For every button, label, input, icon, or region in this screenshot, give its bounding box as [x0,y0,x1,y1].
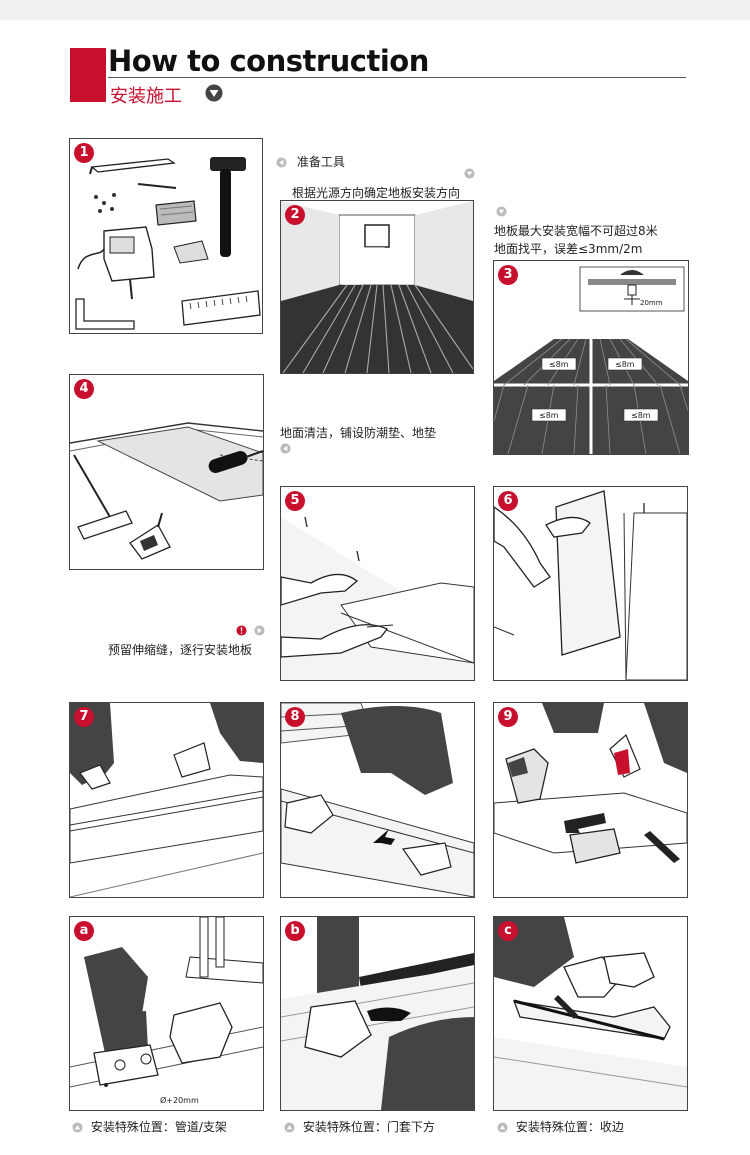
top-bar [0,0,750,20]
step-a-caption-row: 安装特殊位置：管道/支架 [72,1118,227,1135]
step-2-caption: 根据光源方向确定地板安装方向 [292,186,461,200]
tools-illustration [75,157,261,330]
label-20mm: 20mm [640,299,663,307]
room-light-direction-illustration [281,201,473,373]
step-2-panel: 2 [280,200,474,374]
pipe-cutout-illustration: Ø+20mm [70,917,263,1110]
step-8-panel: 8 [280,702,475,898]
step-8-badge: 8 [285,707,305,727]
install-boards-illustration [281,516,474,680]
door-frame-illustration [281,917,474,1110]
step-3-panel: 20mm ≤8m ≤8m ≤8m ≤8m 3 [493,260,689,455]
step-9-panel: 9 [493,702,688,898]
label-8m: ≤8m [631,411,651,420]
step-a-panel: Ø+20mm a [69,916,264,1111]
step-a-caption: 安装特殊位置：管道/支架 [90,1120,227,1134]
page-subtitle: 安装施工 [110,86,182,107]
cleaning-underlay-illustration [70,422,263,560]
step-1-caption-row: 准备工具 [276,153,345,170]
step-a-badge: a [74,921,94,941]
step-b-caption-row: 安装特殊位置：门套下方 [284,1118,435,1135]
step-c-caption: 安装特殊位置：收边 [515,1120,624,1134]
chevron-left-icon [280,443,291,454]
step-b-panel: b [280,916,475,1111]
step-1-badge: 1 [74,143,94,163]
step-3-caption-line2: 地面找平，误差≤3mm/2m [494,242,643,256]
title-divider [108,77,686,78]
step-c-badge: c [498,921,518,941]
chevron-right-icon [254,625,265,636]
step-5-icons [236,620,265,639]
step-4-panel: 4 [69,374,264,570]
chevron-down-icon [464,168,475,179]
chevron-up-icon [497,1122,508,1133]
step-4-caption: 地面清洁，铺设防潮垫、地垫 [280,426,437,440]
page-title: How to construction [108,44,429,78]
floor-width-illustration: 20mm ≤8m ≤8m ≤8m ≤8m [494,266,688,454]
chevron-down-icon [496,206,507,217]
alert-icon [236,625,247,636]
step-9-badge: 9 [498,707,518,727]
tap-boards-illustration [70,703,263,897]
label-8m: ≤8m [539,411,559,420]
chevron-up-icon [284,1122,295,1133]
step-4-badge: 4 [74,379,94,399]
chevron-up-icon [72,1122,83,1133]
step-5-badge: 5 [285,491,305,511]
step-1-caption: 准备工具 [296,155,345,169]
step-c-panel: c [493,916,688,1111]
board-angle-install-illustration [494,490,687,680]
step-c-caption-row: 安装特殊位置：收边 [497,1118,624,1135]
step-b-caption: 安装特殊位置：门套下方 [302,1120,435,1134]
push-boards-illustration [281,703,474,897]
step-6-panel: 6 [493,486,688,681]
title-red-block [70,48,106,102]
step-5-caption: 预留伸缩缝，逐行安装地板 [108,643,253,657]
step-b-badge: b [285,921,305,941]
chevron-down-icon [205,84,223,102]
step-7-badge: 7 [74,707,94,727]
step-2-badge: 2 [285,205,305,225]
step-6-badge: 6 [498,491,518,511]
edge-trim-illustration [494,917,687,1110]
step-3-caption-line1: 地板最大安装宽幅不可超过8米 [494,224,658,238]
label-8m: ≤8m [549,360,569,369]
step-5-panel: 5 [280,486,475,681]
label-diameter: Ø+20mm [160,1095,199,1105]
step-7-panel: 7 [69,702,264,898]
step-3-badge: 3 [498,265,518,285]
step-1-panel: 1 [69,138,263,334]
chevron-left-icon [276,157,287,168]
label-8m: ≤8m [615,360,635,369]
cut-board-illustration [494,703,687,864]
